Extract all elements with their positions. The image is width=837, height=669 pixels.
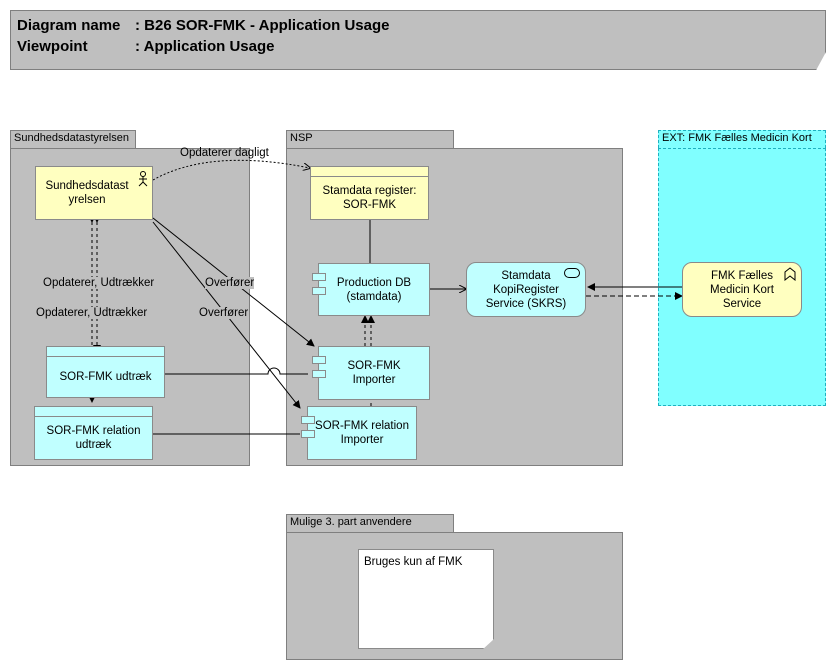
data-object-header: [35, 407, 152, 417]
component-production-db[interactable]: Production DB (stamdata): [312, 263, 430, 316]
business-actor-label: Sundhedsdatast yrelsen: [45, 180, 129, 206]
component-icon: [312, 356, 326, 364]
label-opdaterer-dagligt: Opdaterer dagligt: [180, 147, 269, 159]
component-label: SOR-FMK relation Importer: [315, 420, 409, 446]
service-label: Stamdata KopiRegister Service (SKRS): [485, 269, 567, 310]
business-object-header: [311, 167, 428, 177]
component-icon: [312, 287, 326, 295]
viewpoint-key: Viewpoint: [17, 38, 88, 55]
application-service-skrs[interactable]: Stamdata KopiRegister Service (SKRS): [466, 262, 586, 317]
component-label: SOR-FMK Importer: [347, 360, 401, 386]
data-object-label: SOR-FMK udtræk: [59, 371, 152, 383]
component-label: Production DB (stamdata): [336, 276, 412, 303]
data-object-sor-fmk-udtraek[interactable]: SOR-FMK udtræk: [46, 346, 165, 398]
diagram-name-key: Diagram name: [17, 17, 121, 34]
viewpoint-value: : Application Usage: [135, 38, 275, 55]
diagram-header: Diagram name : B26 SOR-FMK - Application …: [10, 10, 826, 70]
viewpoint-row: Viewpoint : Application Usage: [17, 38, 274, 55]
label-overforer-1: Overfører: [205, 277, 255, 289]
component-icon: [312, 370, 326, 378]
note-bruges-kun-af-fmk[interactable]: Bruges kun af FMK: [358, 549, 494, 649]
component-sor-fmk-importer[interactable]: SOR-FMK Importer: [312, 346, 430, 400]
service-label: FMK Fælles Medicin Kort Service: [710, 269, 774, 310]
relation-opdaterer-dagligt[interactable]: [152, 159, 310, 181]
actor-icon: [138, 171, 148, 187]
component-icon: [312, 273, 326, 281]
component-icon: [301, 430, 315, 438]
business-service-fmk[interactable]: FMK Fælles Medicin Kort Service: [682, 262, 802, 317]
group-tab-nsp[interactable]: NSP: [286, 130, 454, 148]
label-opdaterer-udtraekker-2: Opdaterer, Udtrækker: [36, 307, 148, 319]
relation-udtraek-importer[interactable]: [165, 367, 308, 375]
note-text: Bruges kun af FMK: [364, 556, 463, 568]
diagram-name-row: Diagram name : B26 SOR-FMK - Application …: [17, 17, 389, 34]
label-overforer-2: Overfører: [199, 307, 249, 319]
diagram-name-value: : B26 SOR-FMK - Application Usage: [135, 17, 390, 34]
business-object-label: Stamdata register: SOR-FMK: [322, 185, 417, 211]
group-tab-mulige[interactable]: Mulige 3. part anvendere: [286, 514, 454, 532]
component-icon: [301, 416, 315, 424]
group-tab-sundhedsdatastyrelsen[interactable]: Sundhedsdatastyrelsen: [10, 130, 136, 148]
component-sor-fmk-relation-importer[interactable]: SOR-FMK relation Importer: [301, 406, 417, 460]
service-icon: [564, 268, 580, 278]
data-object-label: SOR-FMK relation udtræk: [46, 425, 141, 451]
group-tab-ext-fmk[interactable]: EXT: FMK Fælles Medicin Kort: [658, 130, 826, 148]
interface-icon: [784, 267, 796, 281]
data-object-header: [47, 347, 164, 357]
data-object-sor-fmk-relation-udtraek[interactable]: SOR-FMK relation udtræk: [34, 406, 153, 460]
label-opdaterer-udtraekker-1: Opdaterer, Udtrækker: [43, 277, 155, 289]
business-object-stamdata-register[interactable]: Stamdata register: SOR-FMK: [310, 166, 429, 220]
business-actor[interactable]: Sundhedsdatast yrelsen: [35, 166, 153, 220]
